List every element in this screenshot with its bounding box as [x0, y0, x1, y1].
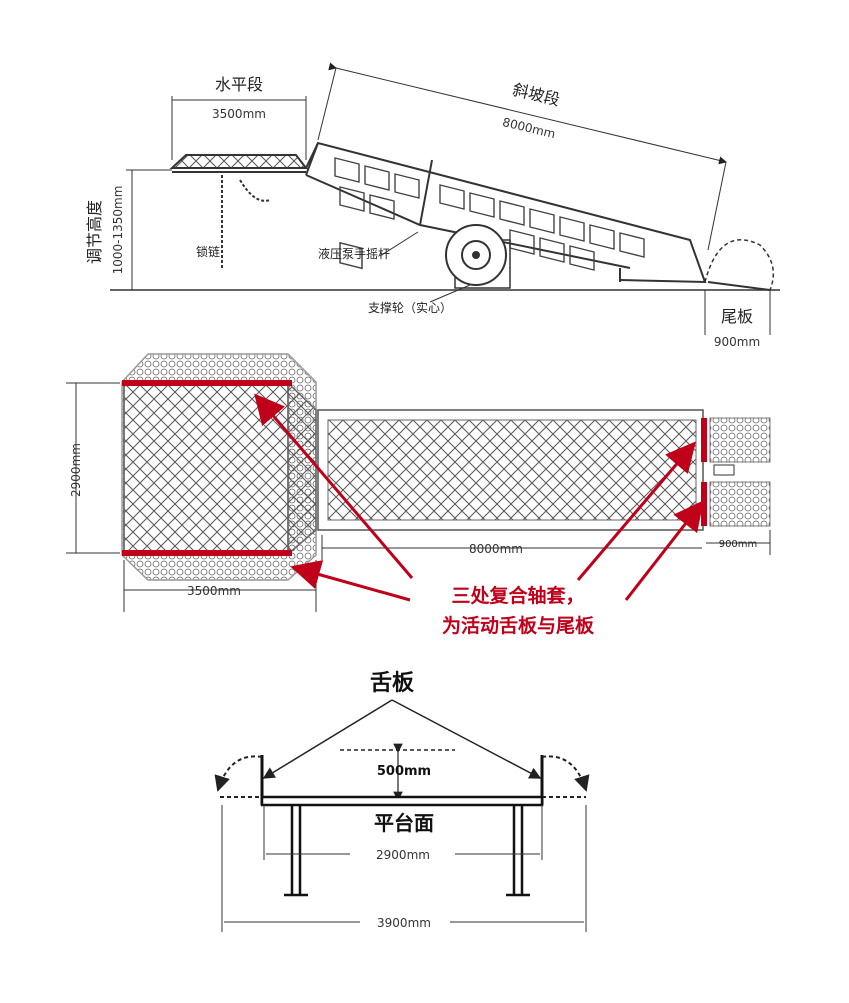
annotation-arrows — [254, 393, 704, 602]
platform-mesh — [123, 382, 289, 555]
platform-plate — [169, 154, 309, 169]
tongue-arrow-right — [391, 699, 542, 779]
platform-length-label: 3500mm — [187, 584, 241, 598]
tongue-arrow-left — [262, 699, 393, 779]
support-legs — [284, 805, 530, 897]
side-view: 水平段 3500mm 锁链 斜坡段 8000mm — [85, 62, 780, 349]
front-view: 舌板 500mm 平台面 2900mm — [214, 671, 590, 932]
inner-width-label: 2900mm — [376, 848, 430, 862]
tail-plate-bottom — [709, 481, 771, 527]
tongue-height-label: 500mm — [377, 764, 431, 779]
horizontal-section-label: 水平段 — [215, 75, 263, 94]
chain — [221, 175, 271, 268]
ramp-mesh — [327, 419, 697, 521]
tail-plate-label: 尾板 — [721, 307, 753, 326]
pump-handle — [419, 159, 433, 226]
support-wheel — [445, 224, 511, 289]
outer-width-label: 3900mm — [377, 916, 431, 930]
annotation-line2: 为活动舌板与尾板 — [442, 614, 595, 637]
slope-section-label: 斜坡段 — [511, 80, 562, 110]
platform-surface-label: 平台面 — [374, 811, 434, 835]
width-dim-label: 2900mm — [69, 443, 83, 497]
chain-label: 锁链 — [196, 244, 220, 259]
horizontal-section-length: 3500mm — [212, 107, 266, 121]
tail-length-label: 900mm — [719, 539, 758, 550]
platform-surface — [260, 795, 544, 807]
tail-latch — [713, 464, 735, 476]
annotation-line1: 三处复合轴套， — [451, 584, 584, 607]
tongue-label: 舌板 — [370, 671, 415, 696]
adjust-height-range: 1000-1350mm — [111, 186, 125, 275]
slope-dim-line — [328, 62, 727, 165]
tail-plate-top — [709, 417, 771, 463]
ramp-frame — [305, 141, 707, 284]
tail-plate-length: 900mm — [714, 335, 760, 349]
wheel-label: 支撑轮（实心） — [368, 300, 452, 315]
ramp-length-label: 8000mm — [469, 542, 523, 556]
adjust-height-label: 调节高度 — [85, 200, 104, 264]
top-view: 2900mm 3500mm 8000mm 900mm 三处复合轴套， 为 — [66, 353, 771, 637]
pump-handle-label: 液压泵手摇杆 — [318, 246, 390, 261]
tail-plate — [704, 239, 775, 335]
